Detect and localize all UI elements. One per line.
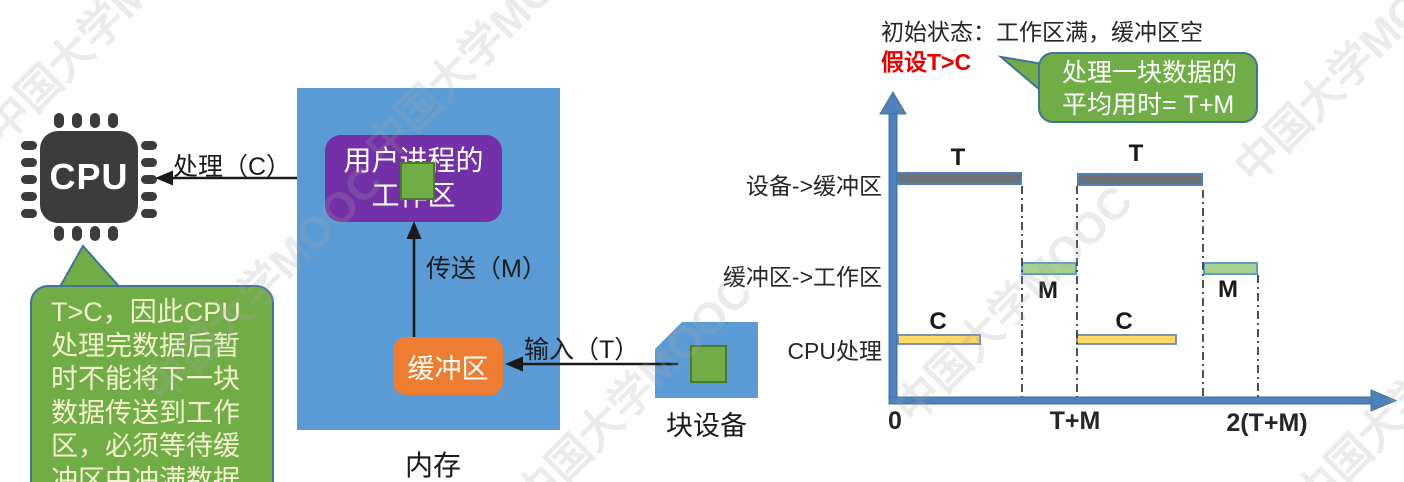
user-process-workarea-box: 用户进程的 工作区 xyxy=(325,135,502,222)
input-arrow-label: 输入（T） xyxy=(524,336,640,364)
cpu-note-line: 处理完数据后暂 xyxy=(51,330,240,361)
m-bar-2 xyxy=(1203,262,1258,275)
t-bar-1-label: T xyxy=(950,144,966,171)
row-label-buffer-to-workarea: 缓冲区->工作区 xyxy=(722,264,882,290)
cpu-pin xyxy=(21,192,37,201)
cpu-pin xyxy=(141,158,157,167)
cpu-pin xyxy=(72,226,82,241)
c-bar-2-label: C xyxy=(1115,308,1133,335)
cpu-pin xyxy=(90,226,100,241)
cpu-pin xyxy=(21,175,37,184)
t-bar-2-label: T xyxy=(1128,140,1144,167)
cpu-pin xyxy=(141,192,157,201)
timing-note-bubble-tail xyxy=(997,55,1045,92)
c-bar-1-label: C xyxy=(929,308,947,335)
data-block-square xyxy=(690,345,727,383)
cpu-note-line: 时不能将下一块 xyxy=(51,364,240,394)
cpu-pin xyxy=(108,113,118,128)
y-axis xyxy=(879,91,907,405)
c-bar-1 xyxy=(897,334,981,345)
row-label-cpu-processing: CPU处理 xyxy=(787,338,882,364)
buffer-box: 缓冲区 xyxy=(393,337,503,395)
t-bar-2 xyxy=(1077,173,1203,186)
cpu-note-line: 冲区中冲满数据 xyxy=(51,464,240,482)
timing-chart-title: 初始状态：工作区满，缓冲区空 xyxy=(881,19,1203,45)
buffer-label: 缓冲区 xyxy=(407,353,489,384)
timing-note-line2: 平均用时= T+M xyxy=(1062,91,1235,119)
watermark-text: 中国大学MOOC xyxy=(885,176,1142,433)
watermark-text: 中国大学MOOC xyxy=(1285,266,1404,482)
cpu-pin xyxy=(21,158,37,167)
cpu-pin xyxy=(54,226,64,241)
process-arrow-label: 处理（C） xyxy=(173,153,292,181)
data-block-square xyxy=(400,162,435,200)
cpu-note-line: 区，必须等待缓 xyxy=(51,431,240,461)
t-bar-1 xyxy=(897,172,1022,185)
timing-note-bubble: 处理一块数据的 平均用时= T+M xyxy=(1038,52,1258,123)
memory-label: 内存 xyxy=(404,450,461,481)
cpu-pin xyxy=(72,113,82,128)
x-tick-0: 0 xyxy=(888,407,902,435)
cpu-pin xyxy=(108,226,118,241)
x-tick-2-t-plus-m: 2(T+M) xyxy=(1226,409,1308,437)
cpu-pin xyxy=(21,141,37,150)
cpu-note-line: T>C，因此CPU xyxy=(51,297,241,327)
timing-note-line1: 处理一块数据的 xyxy=(1062,59,1238,87)
cpu-chip-body: CPU xyxy=(40,131,138,223)
x-tick-t-plus-m: T+M xyxy=(1049,407,1101,435)
row-label-device-to-buffer: 设备->缓冲区 xyxy=(745,173,882,199)
block-device-label: 块设备 xyxy=(666,411,747,441)
cpu-pin xyxy=(141,141,157,150)
cpu-pin xyxy=(141,175,157,184)
cpu-label: CPU xyxy=(49,156,129,197)
cpu-pin xyxy=(21,209,37,218)
cpu-pin xyxy=(54,113,64,128)
assumption-text: 假设T>C xyxy=(881,49,972,75)
transfer-arrow-label: 传送（M） xyxy=(426,255,547,283)
cpu-note-line: 数据传送到工作 xyxy=(51,397,240,428)
m-bar-1-label: M xyxy=(1038,277,1058,304)
cpu-pin xyxy=(141,209,157,218)
m-bar-2-label: M xyxy=(1218,276,1238,303)
cpu-note-bubble: T>C，因此CPU 处理完数据后暂 时不能将下一块 数据传送到工作 区，必须等待… xyxy=(30,285,274,482)
cpu-pin xyxy=(90,113,100,128)
x-axis xyxy=(888,389,1398,412)
